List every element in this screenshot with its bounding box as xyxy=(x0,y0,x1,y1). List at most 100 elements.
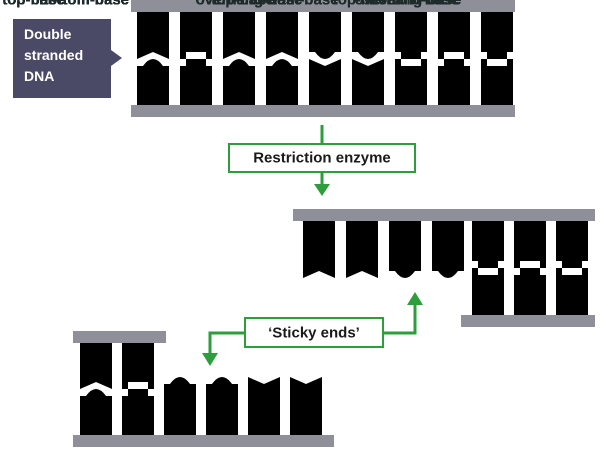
base-letter-top-base: top-base xyxy=(2,0,65,9)
222-overhang-base xyxy=(206,377,238,435)
dna-backbone-top xyxy=(131,0,515,12)
base-letter-overhang-base: overhang-base xyxy=(196,0,303,9)
base-letter-top-base: top-base xyxy=(2,0,65,9)
base-letter-bottom-base: bottom-base xyxy=(39,0,129,9)
base-letter-bottom-base: bottom-base xyxy=(249,0,339,9)
base-letter-top-base: top-base xyxy=(2,0,65,9)
153-bottom-base xyxy=(137,59,169,105)
572-bottom-base xyxy=(556,268,588,315)
base-letter-bottom-base: bottom-base xyxy=(39,0,129,9)
448-overhang-base xyxy=(432,221,464,278)
411-top-base xyxy=(395,12,427,59)
base-letter-top-base: top-base xyxy=(2,0,65,9)
530-top-base xyxy=(514,221,546,268)
497-bottom-base xyxy=(481,59,513,105)
sticky-arrow-right-line xyxy=(383,303,417,335)
base-letter-bottom-base: bottom-base xyxy=(39,0,129,9)
454-top-base xyxy=(438,12,470,59)
base-letter-top-base: top-base xyxy=(2,0,65,9)
306-overhang-base xyxy=(290,377,322,435)
base-letter-top-base: top-base xyxy=(2,0,65,9)
282-top-base xyxy=(266,12,298,59)
264-overhang-base xyxy=(248,377,280,435)
base-letter-top-base: top-base xyxy=(333,0,396,9)
callout-line-2: stranded xyxy=(24,47,83,63)
180-overhang-base xyxy=(164,377,196,435)
base-letter-top-base: top-base xyxy=(211,0,274,9)
325-top-base xyxy=(309,12,341,59)
arrow-head-up-icon xyxy=(407,292,423,305)
base-letter-top-base: top-base xyxy=(211,0,274,9)
405-overhang-base xyxy=(389,221,421,278)
196-bottom-base xyxy=(180,59,212,105)
base-letter-bottom-base: bottom-base xyxy=(39,0,129,9)
restriction-enzyme-arrow: Restriction enzyme xyxy=(228,125,416,196)
right-backbone-bottom xyxy=(461,315,595,327)
362-overhang-base xyxy=(346,221,378,278)
488-top-base xyxy=(472,221,504,268)
callout-pointer xyxy=(111,50,122,66)
sticky-ends-annotation: ‘Sticky ends’ xyxy=(202,292,423,366)
base-letter-overhang-base: overhang-base xyxy=(196,0,303,9)
138-bottom-base xyxy=(122,389,154,435)
base-letter-bottom-base: bottom-base xyxy=(39,0,129,9)
138-top-base xyxy=(122,343,154,389)
left-backbone-top xyxy=(73,331,166,343)
base-letter-bottom-base: bottom-base xyxy=(249,0,339,9)
454-bottom-base xyxy=(438,59,470,105)
left-backbone-bottom xyxy=(73,435,334,447)
base-letter-top-base: top-base xyxy=(333,0,396,9)
right-fragment-bases: overhang-baseoverhang-baseoverhang-baseo… xyxy=(196,0,588,315)
530-bottom-base xyxy=(514,268,546,315)
497-top-base xyxy=(481,12,513,59)
base-letter-overhang-base: overhang-base xyxy=(355,0,462,9)
base-letter-bottom-base: bottom-base xyxy=(369,0,459,9)
196-top-base xyxy=(180,12,212,59)
base-letter-top-base: top-base xyxy=(2,0,65,9)
left-fragment: top-basetop-basebottom-basebottom-baseov… xyxy=(73,0,461,447)
right-fragment: overhang-baseoverhang-baseoverhang-baseo… xyxy=(196,0,595,327)
239-bottom-base xyxy=(223,59,255,105)
restriction-enzyme-label: Restriction enzyme xyxy=(253,150,391,167)
arrow-head-down-icon xyxy=(314,184,330,196)
callout-box xyxy=(13,19,111,98)
sticky-ends-label: ‘Sticky ends’ xyxy=(268,325,360,342)
base-letter-bottom-base: bottom-base xyxy=(369,0,459,9)
368-bottom-base xyxy=(352,59,384,105)
319-overhang-base xyxy=(303,221,335,278)
base-letter-bottom-base: bottom-base xyxy=(39,0,129,9)
right-backbone-top xyxy=(293,209,595,221)
double-stranded-callout: Double stranded DNA xyxy=(13,19,122,98)
base-letter-top-base: top-base xyxy=(2,0,65,9)
arrow-head-down-icon xyxy=(202,353,218,366)
325-bottom-base xyxy=(309,59,341,105)
282-bottom-base xyxy=(266,59,298,105)
base-letter-top-base: top-base xyxy=(2,0,65,9)
base-letter-bottom-base: bottom-base xyxy=(249,0,339,9)
callout-line-1: Double xyxy=(24,26,72,42)
sticky-arrow-left-line xyxy=(208,331,245,356)
96-bottom-base xyxy=(80,389,112,435)
base-letter-overhang-base: overhang-base xyxy=(196,0,303,9)
base-letter-overhang-base: overhang-base xyxy=(355,0,462,9)
restriction-enzyme-box xyxy=(228,143,416,173)
96-top-base xyxy=(80,343,112,389)
base-letter-overhang-base: overhang-base xyxy=(355,0,462,9)
double-stranded-dna: top-basetop-basetop-basetop-basetop-base… xyxy=(2,0,515,117)
572-top-base xyxy=(556,221,588,268)
411-bottom-base xyxy=(395,59,427,105)
base-letter-top-base: top-base xyxy=(211,0,274,9)
153-top-base xyxy=(137,12,169,59)
base-letter-overhang-base: overhang-base xyxy=(196,0,303,9)
dna-backbone-bottom xyxy=(131,105,515,117)
sticky-ends-box xyxy=(244,317,384,348)
base-letter-bottom-base: bottom-base xyxy=(39,0,129,9)
base-letter-bottom-base: bottom-base xyxy=(39,0,129,9)
239-top-base xyxy=(223,12,255,59)
368-top-base xyxy=(352,12,384,59)
callout-line-3: DNA xyxy=(24,68,54,84)
base-letter-overhang-base: overhang-base xyxy=(355,0,462,9)
488-bottom-base xyxy=(472,268,504,315)
left-fragment-bases: top-basetop-basebottom-basebottom-baseov… xyxy=(80,0,461,435)
